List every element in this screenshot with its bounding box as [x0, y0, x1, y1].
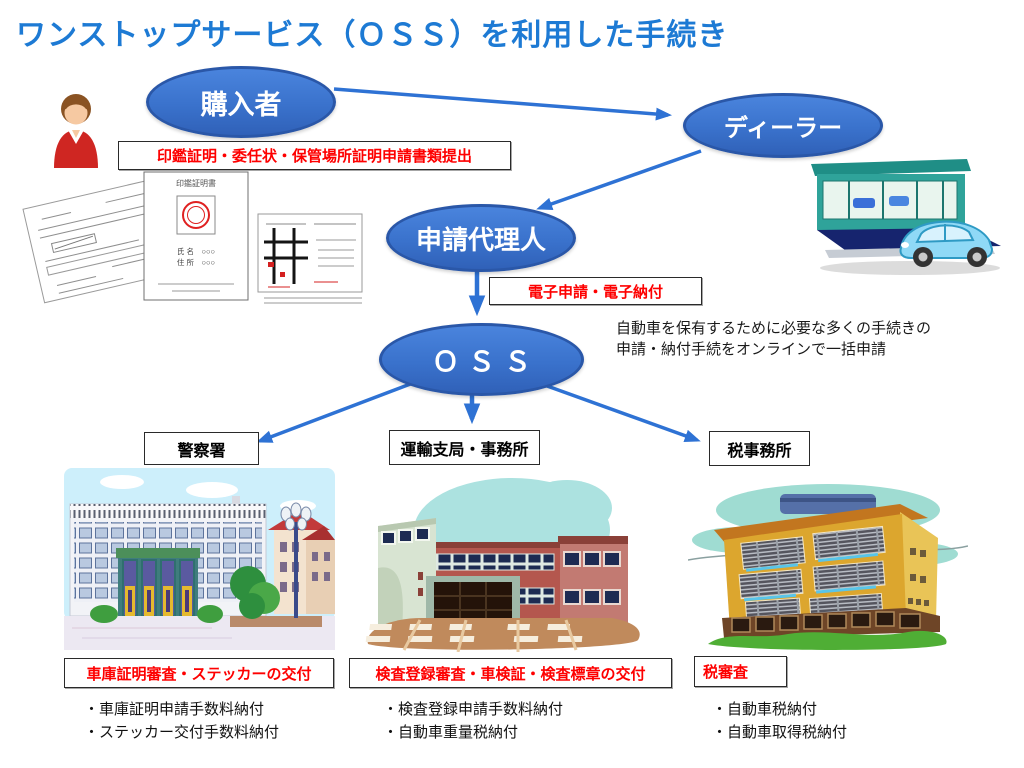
- payments-tax: ・自動車税納付 ・自動車取得税納付: [712, 698, 847, 744]
- office-box-tax: 税事務所: [709, 431, 810, 466]
- person-icon: [54, 94, 98, 168]
- oss-note-line2: 申請・納付手続をオンラインで一括申請: [616, 341, 887, 358]
- review-box-police: 車庫証明審査・ステッカーの交付: [64, 658, 334, 688]
- label-buyer-documents: 印鑑証明・委任状・保管場所証明申請書類提出: [118, 141, 511, 170]
- application-form-paper: [22, 178, 178, 304]
- review-box-transport: 検査登録審査・車検証・検査標章の交付: [349, 658, 672, 688]
- office-box-transport: 運輸支局・事務所: [389, 430, 540, 465]
- car-icon: [899, 220, 994, 267]
- dealer-shop-illustration: [811, 159, 1001, 275]
- payment-item: ・検査登録申請手数料納付: [383, 701, 564, 718]
- transport-office-illustration: [365, 478, 640, 652]
- certificate-address-row: 住 所 ○○○: [177, 257, 215, 267]
- label-e-apply: 電子申請・電子納付: [489, 277, 702, 305]
- certificate-name-row: 氏 名 ○○○: [177, 246, 215, 256]
- review-box-tax: 税審査: [694, 656, 787, 687]
- node-buyer: 購入者: [146, 66, 336, 138]
- payment-item: ・自動車取得税納付: [712, 724, 848, 741]
- node-dealer: ディーラー: [683, 93, 883, 158]
- police-station-illustration: [64, 468, 335, 650]
- oss-note: 自動車を保有するために必要な多くの手続きの 申請・納付手続をオンラインで一括申請: [616, 318, 988, 360]
- arrow-dealer-to-agent: [536, 149, 702, 211]
- payments-police: ・車庫証明申請手数料納付 ・ステッカー交付手数料納付: [84, 698, 279, 744]
- location-map-paper: [257, 213, 363, 304]
- node-oss: ＯＳＳ: [379, 323, 584, 396]
- certificate-title: 印鑑証明書: [176, 178, 216, 188]
- arrow-oss-to-tax: [535, 380, 701, 442]
- tax-office-illustration: [688, 484, 968, 650]
- arrow-buyer-to-dealer: [333, 87, 673, 121]
- payment-item: ・自動車税納付: [712, 701, 818, 718]
- seal-certificate-paper: 印鑑証明書 氏 名 ○○○ 住 所 ○○○: [143, 171, 249, 301]
- payments-transport: ・検査登録申請手数料納付 ・自動車重量税納付: [383, 698, 563, 744]
- payment-item: ・自動車重量税納付: [383, 724, 519, 741]
- page-title: ワンストップサービス（ＯＳＳ）を利用した手続き: [16, 19, 729, 52]
- payment-item: ・ステッカー交付手数料納付: [84, 724, 280, 741]
- documents-illustration: 印鑑証明書 氏 名 ○○○ 住 所 ○○○: [22, 171, 363, 304]
- oss-note-line1: 自動車を保有するために必要な多くの手続きの: [616, 320, 932, 337]
- payment-item: ・車庫証明申請手数料納付: [84, 701, 265, 718]
- office-box-police: 警察署: [144, 432, 259, 465]
- node-agent: 申請代理人: [386, 204, 576, 272]
